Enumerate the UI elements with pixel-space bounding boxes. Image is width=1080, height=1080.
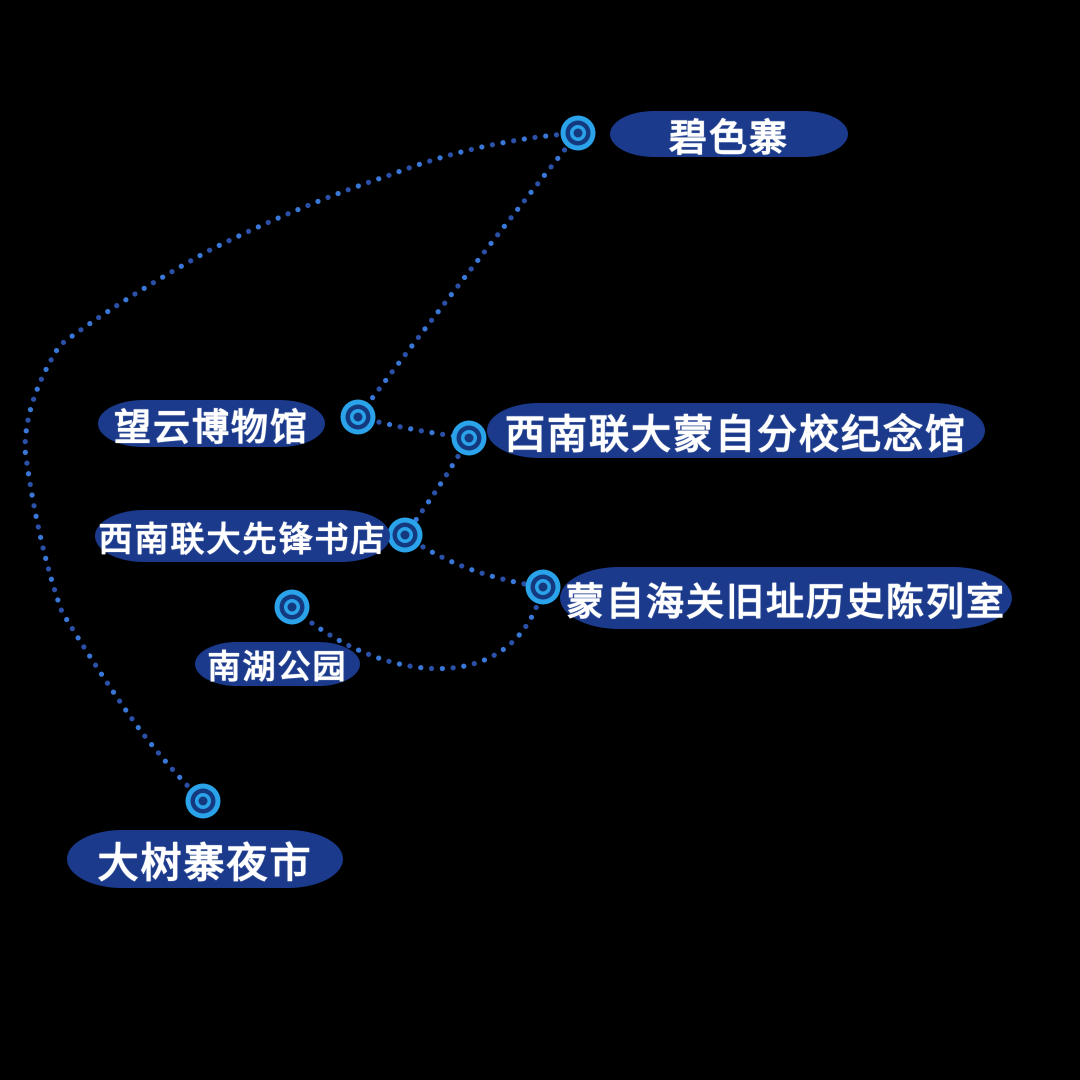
location-pill-nanhu-park: 南湖公园 — [195, 642, 360, 686]
marker-circle — [464, 433, 474, 443]
marker-circle — [538, 582, 548, 592]
route-path-bisezhai-to-wangyun-museum-alt — [355, 130, 581, 420]
location-pill-label: 西南联大先锋书店 — [98, 520, 387, 559]
location-marker-dashuzhai-night-market — [185, 783, 221, 819]
location-marker-xinan-lianda-pioneer-bookstore — [387, 517, 423, 553]
location-marker-bisezhai — [560, 115, 596, 151]
location-pill-xinan-lianda-mengzi-memorial: 西南联大蒙自分校纪念馆 — [487, 403, 985, 458]
location-pill-dashuzhai-night-market: 大树寨夜市 — [67, 830, 343, 888]
location-marker-xinan-lianda-mengzi-memorial — [451, 420, 487, 456]
location-marker-nanhu-park — [274, 589, 310, 625]
route-path-bisezhai-to-dashuzhai-night-market — [22, 130, 581, 804]
location-pill-bisezhai: 碧色寨 — [610, 111, 848, 160]
location-marker-mengzi-customs-exhibition — [525, 569, 561, 605]
marker-circle — [198, 796, 208, 806]
route-path-mengzi-customs-exhibition-to-nanhu-park-alt — [289, 584, 546, 672]
location-marker-wangyun-museum — [340, 399, 376, 435]
marker-circle — [287, 602, 297, 612]
location-pill-wangyun-museum: 望云博物馆 — [98, 400, 325, 448]
location-pill-label: 大树寨夜市 — [97, 840, 313, 886]
location-pill-label: 碧色寨 — [668, 117, 789, 160]
route-path-xinan-lianda-pioneer-bookstore-to-mengzi-customs-exhibition — [402, 532, 546, 590]
marker-circle — [573, 128, 583, 138]
location-pill-label: 西南联大蒙自分校纪念馆 — [505, 412, 967, 457]
marker-circle — [400, 530, 410, 540]
location-pill-label: 南湖公园 — [207, 648, 348, 685]
location-pill-label: 望云博物馆 — [114, 406, 309, 448]
location-pill-xinan-lianda-pioneer-bookstore: 西南联大先锋书店 — [95, 510, 390, 562]
location-pill-label: 蒙自海关旧址历史陈列室 — [565, 581, 1006, 624]
route-path-bisezhai-to-dashuzhai-night-market-alt — [22, 130, 581, 804]
location-pill-mengzi-customs-exhibition: 蒙自海关旧址历史陈列室 — [560, 567, 1012, 629]
route-path-xinan-lianda-pioneer-bookstore-to-mengzi-customs-exhibition-alt — [402, 532, 546, 590]
route-path-mengzi-customs-exhibition-to-nanhu-park — [289, 584, 546, 672]
marker-circle — [353, 412, 363, 422]
